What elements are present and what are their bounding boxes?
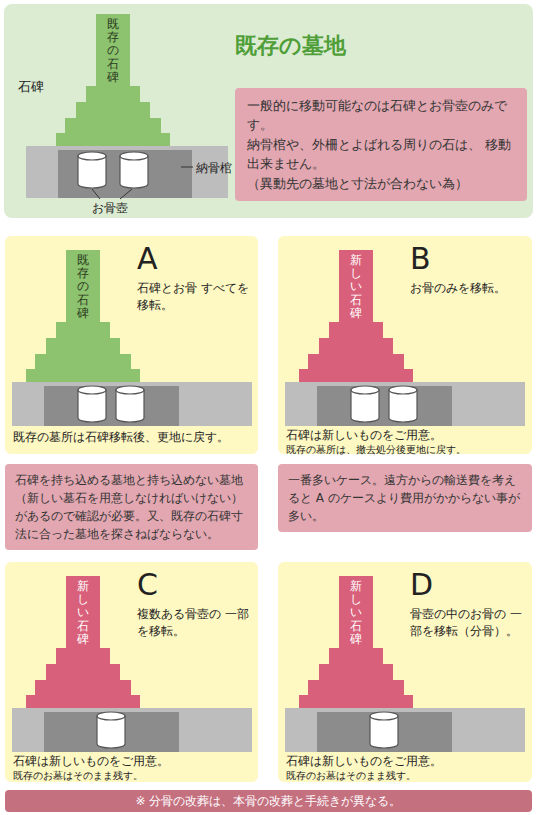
tombstone-label: 新しい石碑 (350, 254, 362, 320)
part-label: お骨壺 (92, 200, 128, 217)
footnote-band: ※ 分骨の改葬は、本骨の改葬と手続きが異なる。 (5, 790, 532, 812)
note-box: 一番多いケース。遠方からの輸送費を考えると A のケースより費用がかからない事が… (278, 464, 532, 532)
heading: B (410, 240, 470, 278)
case-panel: A石碑とお骨 すべてを移転。既存の墓所は石碑移転後、更地に戻す。 既存の石碑 (5, 236, 258, 454)
note-text: 一般的に移動可能なのは石碑とお骨壺のみです。 (247, 96, 517, 135)
tombstone-label: 既存の石碑 (107, 18, 119, 84)
case-text: 石碑は新しいものをご用意。 (286, 428, 526, 442)
note-box: 一般的に移動可能なのは石碑とお骨壺のみです。納骨棺や、外柵とよばれる周りの石は、… (235, 88, 527, 201)
heading: C (137, 566, 197, 604)
case-text: 既存の墓所は石碑移転後、更地に戻す。 (13, 430, 253, 444)
tombstone-label: 新しい石碑 (350, 580, 362, 646)
note-text: 納骨棺や、外柵とよばれる周りの石は、 移動出来ません。 (247, 135, 517, 174)
case-panel: B お骨のみを移転。石碑は新しいものをご用意。既存の墓所は、撤去処分後更地に戻す。… (278, 236, 532, 454)
note-box: 石碑を持ち込める墓地と持ち込めない墓地（新しい墓石を用意しなければいけない）があ… (5, 464, 258, 550)
tombstone: 既存の石碑 (96, 14, 130, 86)
case-text: 既存の墓所は、撤去処分後更地に戻す。 (286, 443, 526, 456)
note-text: 石碑を持ち込める墓地と持ち込めない墓地（新しい墓石を用意しなければいけない）があ… (15, 471, 248, 543)
case-text: 既存のお墓はそのまま残す。 (286, 769, 526, 782)
case-text: 石碑は新しいものをご用意。 (286, 754, 526, 768)
case-text: 石碑は新しいものをご用意。 (13, 754, 253, 768)
cemetery-panel: 既存の墓地 既存の石碑一般的に移動可能なのは石碑とお骨壺のみです。納骨棺や、外柵と… (4, 4, 533, 218)
heading: D (410, 566, 470, 604)
case-text: 既存のお墓はそのまま残す。 (13, 769, 253, 782)
tombstone-label: 新しい石碑 (77, 580, 89, 646)
tombstone: 新しい石碑 (339, 250, 373, 322)
note-text: ※ 分骨の改葬は、本骨の改葬と手続きが異なる。 (13, 793, 524, 809)
case-panel: D骨壺の中のお骨の 一部を移転（分骨）。石碑は新しいものをご用意。既存のお墓はそ… (278, 562, 532, 782)
case-panel: C複数ある骨壺の 一部を移転。石碑は新しいものをご用意。既存のお墓はそのまま残す… (5, 562, 258, 782)
tombstone: 新しい石碑 (339, 576, 373, 648)
heading: 既存の墓地 (235, 32, 435, 60)
case-text: 石碑とお骨 すべてを移転。 (137, 280, 251, 314)
tombstone: 既存の石碑 (66, 250, 100, 322)
tombstone: 新しい石碑 (66, 576, 100, 648)
case-text: お骨のみを移転。 (410, 280, 524, 297)
panel-ground (4, 4, 533, 218)
case-text: 骨壺の中のお骨の 一部を移転（分骨）。 (410, 606, 524, 640)
heading: A (137, 240, 197, 278)
part-label: 石碑 (18, 78, 44, 96)
case-text: 複数ある骨壺の 一部を移転。 (137, 606, 251, 640)
note-text: 一番多いケース。遠方からの輸送費を考えると A のケースより費用がかからない事が… (288, 471, 522, 525)
part-label: 納骨棺 (196, 160, 232, 177)
tombstone-label: 既存の石碑 (77, 254, 89, 320)
note-text: （異動先の墓地と寸法が合わない為） (247, 174, 517, 193)
